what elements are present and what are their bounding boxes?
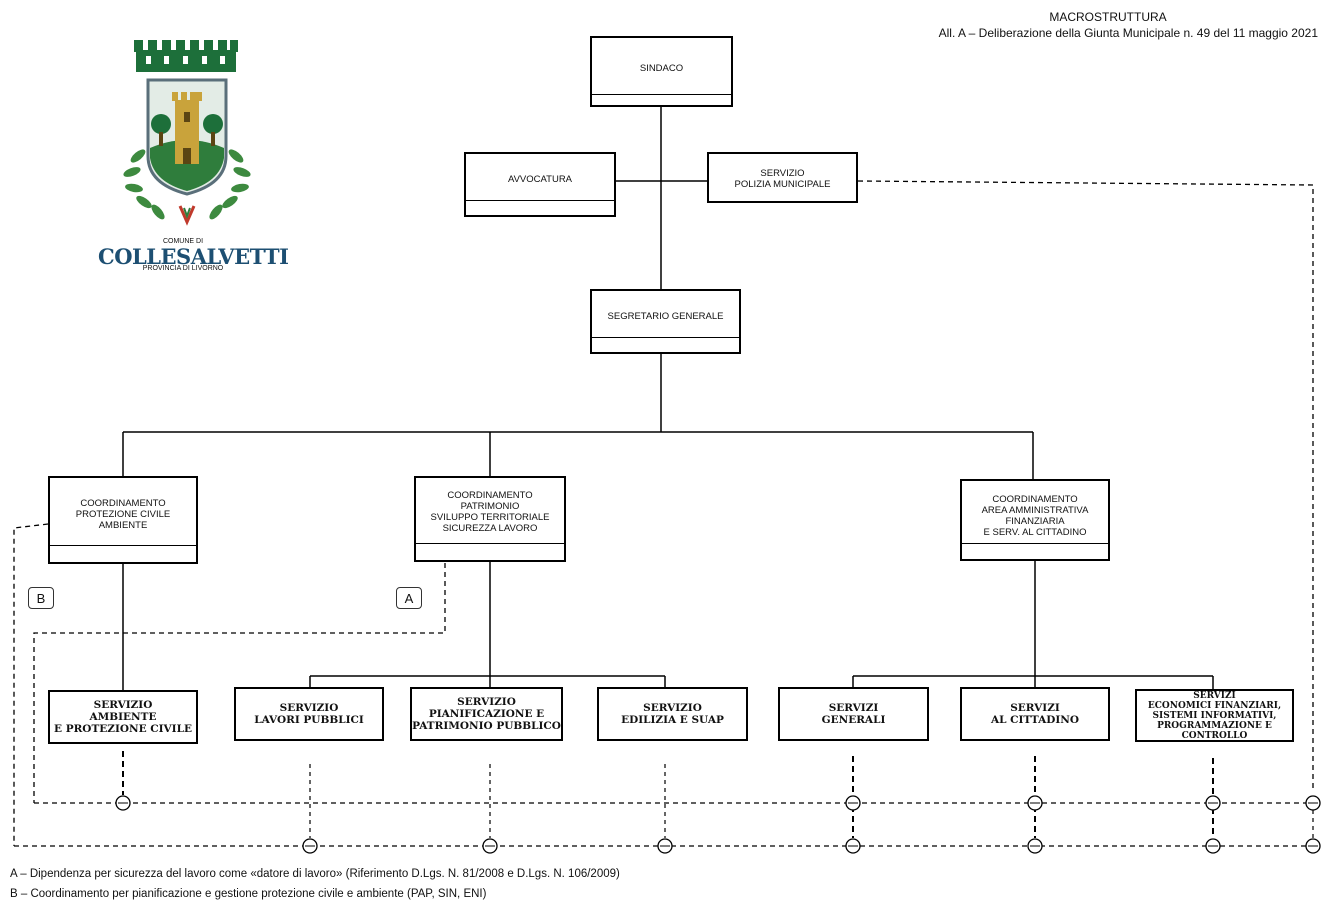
service-servizi-al-cittadino: SERVIZI AL CITTADINO — [960, 687, 1110, 741]
chart-subtitle: All. A – Deliberazione della Giunta Muni… — [938, 26, 1318, 40]
chart-title: MACROSTRUTTURA — [1049, 10, 1167, 24]
footnote-b: B – Coordinamento per pianificazione e g… — [10, 888, 487, 900]
service-servizi-generali: SERVIZI GENERALI — [778, 687, 929, 741]
tag-a: A — [396, 587, 422, 609]
node-coordinamento-patrimonio: COORDINAMENTO PATRIMONIO SVILUPPO TERRIT… — [414, 476, 566, 562]
node-sindaco: SINDACO — [590, 36, 733, 107]
node-segretario-generale: SEGRETARIO GENERALE — [590, 289, 741, 354]
logo-province-label: PROVINCIA DI LIVORNO — [142, 265, 224, 272]
service-economici-finanziari: SERVIZI ECONOMICI FINANZIARI, SISTEMI IN… — [1135, 689, 1294, 742]
service-lavori-pubblici: SERVIZIO LAVORI PUBBLICI — [234, 687, 384, 741]
coat-of-arms-logo — [123, 40, 251, 226]
tag-b: B — [28, 587, 54, 609]
node-avvocatura: AVVOCATURA — [464, 152, 616, 217]
logo-name: COLLESALVETTI — [98, 244, 289, 269]
footnote-a: A – Dipendenza per sicurezza del lavoro … — [10, 868, 620, 880]
service-edilizia-suap: SERVIZIO EDILIZIA E SUAP — [597, 687, 748, 741]
service-ambiente-protezione-civile: SERVIZIO AMBIENTE E PROTEZIONE CIVILE — [48, 690, 198, 744]
node-polizia-municipale: SERVIZIO POLIZIA MUNICIPALE — [707, 152, 858, 203]
node-coordinamento-area-amministrativa: COORDINAMENTO AREA AMMINISTRATIVA FINANZ… — [960, 479, 1110, 561]
logo-comune-label: COMUNE DI — [162, 238, 204, 245]
service-pianificazione-patrimonio: SERVIZIO PIANIFICAZIONE E PATRIMONIO PUB… — [410, 687, 563, 741]
node-coordinamento-protezione-civile: COORDINAMENTO PROTEZIONE CIVILE AMBIENTE — [48, 476, 198, 564]
